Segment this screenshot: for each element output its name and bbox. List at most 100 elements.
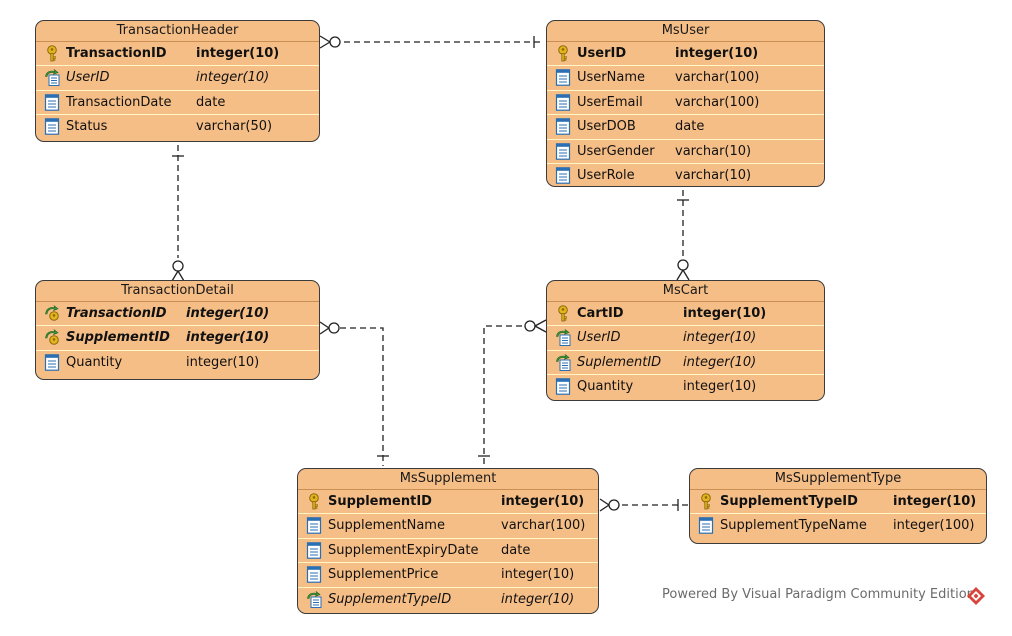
- primary-key-icon: [698, 493, 714, 510]
- column-name: UserID: [66, 70, 110, 86]
- column-type: integer(10): [501, 591, 575, 607]
- column-row[interactable]: UserID integer(10): [36, 66, 319, 91]
- column-type: integer(10): [675, 46, 759, 61]
- column-row[interactable]: SupplementExpiryDate date: [298, 539, 598, 564]
- column-type: integer(10): [683, 330, 757, 346]
- column-type: varchar(100): [501, 518, 586, 534]
- column-type: integer(10): [186, 330, 270, 346]
- relationship-mssupplement-mscart: [478, 319, 547, 466]
- column-name: UserID: [577, 46, 627, 61]
- entity-transactiondetail[interactable]: TransactionDetail TransactionID integer(1…: [35, 280, 320, 380]
- column-icon: [44, 93, 60, 111]
- column-icon: [555, 378, 571, 395]
- column-type: date: [501, 542, 531, 558]
- column-name: SupplementTypeName: [720, 518, 867, 534]
- column-type: integer(10): [196, 70, 270, 86]
- column-row[interactable]: Quantity integer(10): [547, 375, 824, 398]
- primary-foreign-key-icon: [44, 329, 60, 346]
- column-row[interactable]: SupplementID integer(10): [36, 326, 319, 351]
- column-name: SupplementExpiryDate: [328, 542, 479, 558]
- column-row[interactable]: UserID integer(10): [547, 326, 824, 351]
- foreign-key-icon: [555, 353, 571, 371]
- primary-key-icon: [555, 305, 571, 322]
- column-name: UserDOB: [577, 119, 636, 135]
- foreign-key-icon: [306, 590, 322, 608]
- column-name: Status: [66, 119, 108, 135]
- column-icon: [555, 69, 571, 87]
- column-icon: [555, 142, 571, 160]
- column-type: varchar(50): [196, 119, 273, 135]
- entity-title: TransactionHeader: [36, 21, 319, 42]
- column-icon: [306, 541, 322, 559]
- column-name: TransactionID: [66, 306, 167, 321]
- column-type: integer(10): [683, 379, 757, 395]
- column-type: integer(10): [501, 494, 585, 509]
- column-type: date: [675, 119, 705, 135]
- column-name: Quantity: [577, 379, 634, 395]
- column-type: date: [196, 94, 226, 110]
- column-row[interactable]: UserGender varchar(10): [547, 140, 824, 164]
- column-row[interactable]: TransactionID integer(10): [36, 302, 319, 327]
- column-icon: [555, 93, 571, 111]
- relationship-mssupplementtype-mssupplement: [599, 498, 688, 512]
- column-row[interactable]: UserDOB date: [547, 115, 824, 140]
- column-name: UserName: [577, 70, 645, 86]
- column-row[interactable]: Status varchar(50): [36, 115, 319, 138]
- column-name: UserEmail: [577, 94, 643, 110]
- entity-title: TransactionDetail: [36, 281, 319, 302]
- foreign-key-icon: [555, 329, 571, 347]
- column-icon: [555, 167, 571, 184]
- column-row[interactable]: TransactionDate date: [36, 91, 319, 116]
- entity-title: MsSupplementType: [690, 469, 986, 490]
- column-name: UserID: [577, 330, 621, 346]
- entity-title: MsCart: [547, 281, 824, 302]
- column-name: SupplementPrice: [328, 567, 439, 583]
- column-type: integer(10): [683, 306, 767, 321]
- relationship-mssupplement-transactiondetail: [319, 321, 389, 466]
- column-row[interactable]: UserID integer(10): [547, 42, 824, 67]
- column-name: SupplementTypeID: [720, 494, 858, 509]
- column-type: integer(10): [186, 306, 270, 321]
- column-row[interactable]: SupplementTypeID integer(10): [298, 588, 598, 611]
- column-type: varchar(10): [675, 143, 752, 159]
- column-icon: [306, 517, 322, 535]
- column-name: SupplementID: [66, 330, 170, 346]
- column-icon: [44, 353, 60, 371]
- primary-key-icon: [555, 45, 571, 62]
- column-type: integer(10): [683, 354, 757, 370]
- visual-paradigm-logo-icon: [967, 587, 985, 605]
- primary-key-icon: [306, 493, 322, 510]
- column-type: integer(10): [186, 354, 260, 370]
- watermark-text: Powered By Visual Paradigm Community Edi…: [662, 587, 975, 602]
- column-type: varchar(10): [675, 167, 752, 183]
- column-name: SupplementTypeID: [328, 591, 452, 607]
- column-row[interactable]: SupplementPrice integer(10): [298, 563, 598, 588]
- column-name: UserGender: [577, 143, 655, 159]
- primary-foreign-key-icon: [44, 304, 60, 322]
- column-icon: [306, 566, 322, 583]
- column-name: TransactionDate: [66, 94, 172, 110]
- column-type: integer(10): [196, 46, 280, 61]
- column-type: integer(10): [501, 567, 575, 583]
- entity-title: MsSupplement: [298, 469, 598, 490]
